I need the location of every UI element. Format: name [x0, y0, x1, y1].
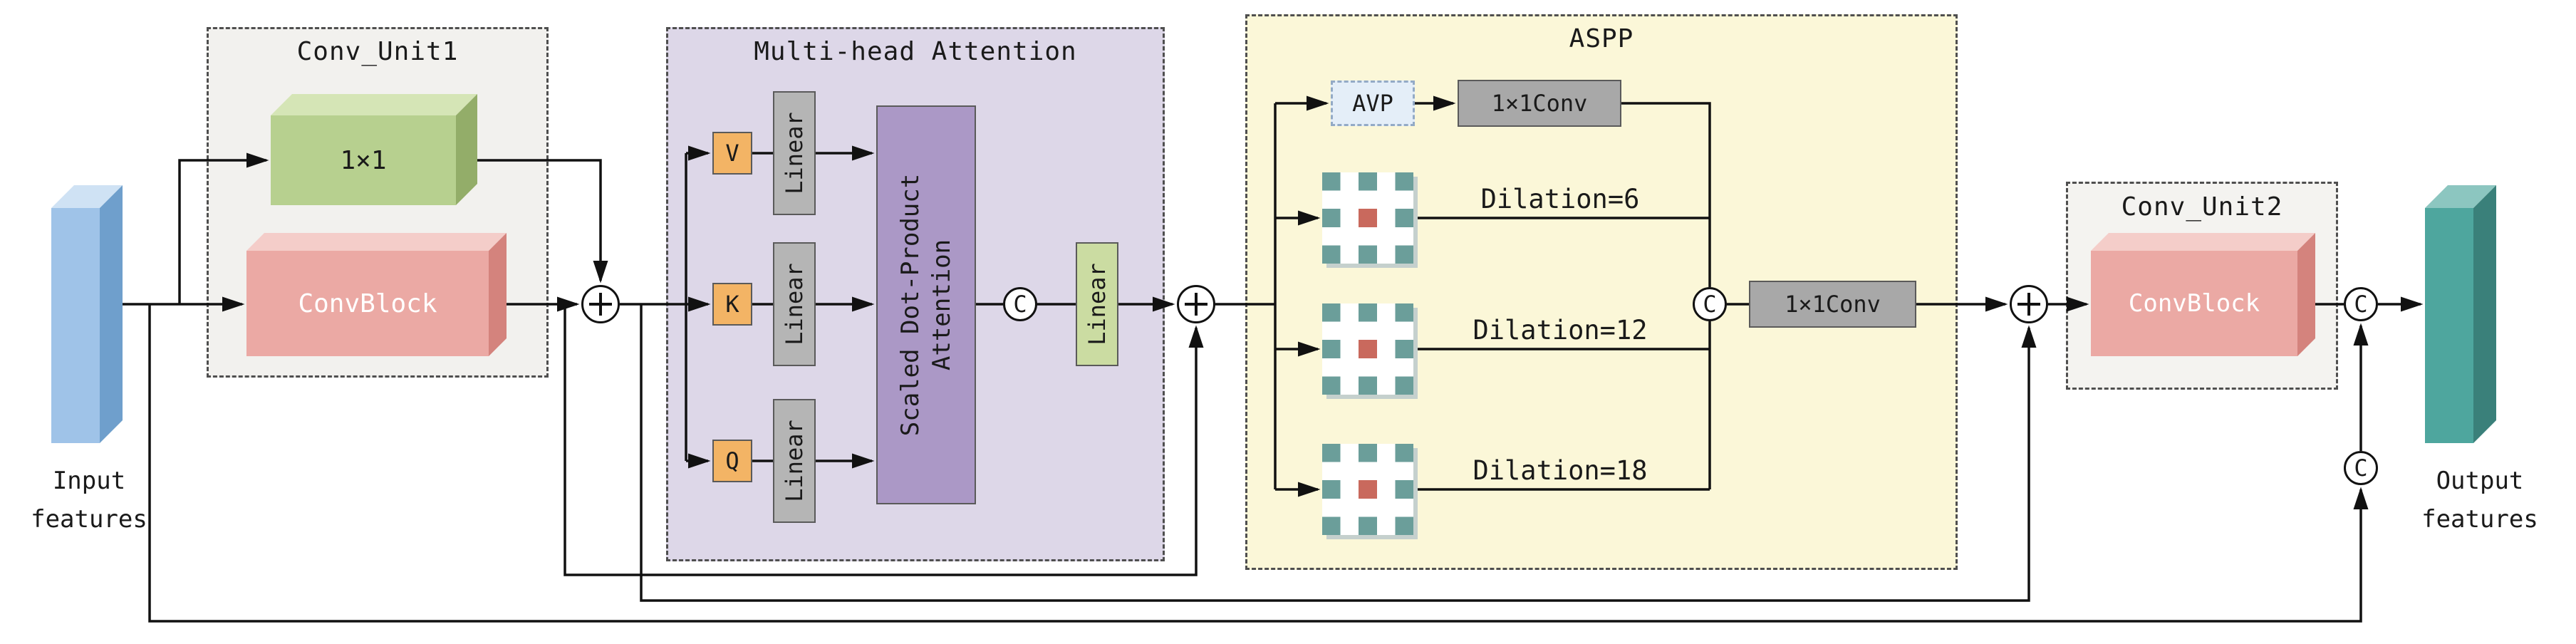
concat-main-icon: C — [2344, 287, 2378, 321]
dilation-grid-6-icon — [1322, 172, 1413, 264]
output-features-label: Output features — [2391, 462, 2569, 539]
concat-aspp-icon: C — [1693, 287, 1727, 321]
linear-v-label: Linear — [781, 112, 808, 194]
linear-q-box: Linear — [773, 399, 816, 523]
conv-unit1-title: Conv_Unit1 — [296, 37, 459, 66]
v-label: V — [725, 140, 739, 167]
dilation-6-label: Dilation=6 — [1480, 184, 1640, 214]
dilation-grid-12-icon — [1322, 303, 1413, 395]
concat-attention-icon: C — [1003, 287, 1037, 321]
dilation-12-label: Dilation=12 — [1473, 315, 1648, 346]
aspp-title: ASPP — [1569, 24, 1634, 53]
q-label: Q — [725, 447, 739, 474]
add-icon-1 — [581, 285, 620, 323]
convblock2-label: ConvBlock — [2128, 289, 2260, 318]
avp-box: AVP — [1331, 80, 1415, 126]
attention-title: Multi-head Attention — [754, 37, 1077, 66]
linear-q-label: Linear — [781, 420, 808, 502]
v-box: V — [712, 132, 752, 175]
input-features-label-line2: features — [31, 505, 147, 534]
aspp-out-conv-box: 1×1Conv — [1749, 281, 1916, 328]
pool-conv-label: 1×1Conv — [1491, 90, 1588, 117]
dilation-18-label: Dilation=18 — [1473, 455, 1648, 486]
input-features-label: Input features — [14, 462, 164, 539]
q-box: Q — [712, 440, 752, 482]
sdpa-box: Scaled Dot-Product Attention — [876, 105, 976, 504]
conv-unit2-title: Conv_Unit2 — [2121, 192, 2283, 222]
linear-out-label: Linear — [1084, 263, 1111, 346]
linear-v-box: Linear — [773, 91, 816, 215]
convblock1-label: ConvBlock — [298, 289, 437, 318]
avp-label: AVP — [1352, 90, 1393, 117]
concat-skip-label: C — [2354, 455, 2368, 482]
sdpa-label: Scaled Dot-Product Attention — [895, 173, 956, 437]
pool-conv-box: 1×1Conv — [1458, 80, 1621, 127]
add-icon-2 — [1177, 285, 1215, 323]
concat-attention-label: C — [1013, 291, 1027, 318]
add-icon-3 — [2010, 285, 2048, 323]
linear-out-box: Linear — [1076, 242, 1118, 366]
dilation-grid-18-icon — [1322, 444, 1413, 535]
concat-aspp-label: C — [1703, 291, 1717, 318]
linear-k-label: Linear — [781, 263, 808, 346]
output-features-label-line2: features — [2421, 505, 2538, 534]
k-box: K — [712, 283, 752, 326]
concat-main-label: C — [2354, 291, 2368, 318]
k-label: K — [725, 291, 739, 318]
concat-skip-icon: C — [2344, 451, 2378, 485]
aspp-out-conv-label: 1×1Conv — [1785, 291, 1881, 318]
conv-1x1-label: 1×1 — [340, 145, 387, 175]
input-features-label-line1: Input — [52, 467, 126, 495]
output-features-label-line1: Output — [2436, 467, 2524, 495]
linear-k-box: Linear — [773, 242, 816, 366]
